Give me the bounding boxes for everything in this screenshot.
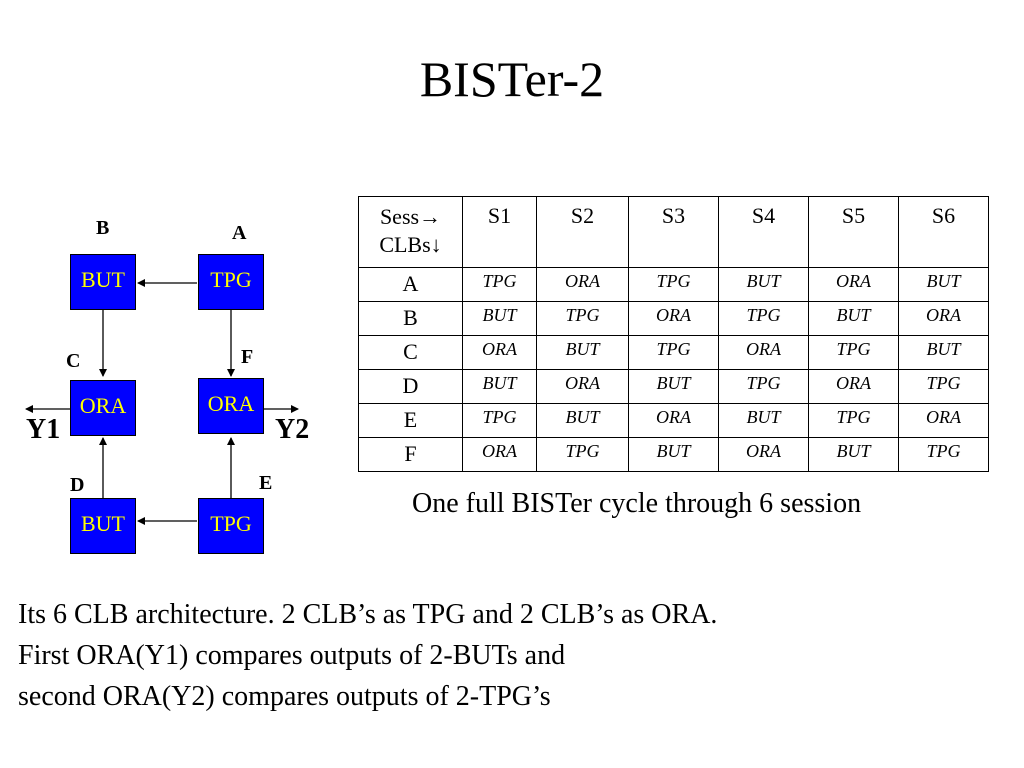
- table-cell: TPG: [898, 437, 989, 472]
- table-cell: ORA: [898, 403, 989, 438]
- table-cell: ORA: [462, 335, 537, 370]
- clb-row-label: C: [358, 335, 463, 370]
- table-cell: ORA: [898, 301, 989, 336]
- table-row: F ORA TPG BUT ORA BUT TPG: [358, 437, 989, 472]
- table-header-row: Sess→ CLBs↓ S1 S2 S3 S4 S5 S6: [358, 196, 989, 268]
- table-cell: BUT: [898, 335, 989, 370]
- table-row: E TPG BUT ORA BUT TPG ORA: [358, 403, 989, 438]
- session-header: S1: [462, 196, 537, 268]
- table-cell: TPG: [462, 267, 537, 302]
- table-cell: BUT: [718, 267, 809, 302]
- label-d: D: [70, 474, 85, 496]
- body-text: Its 6 CLB architecture. 2 CLB’s as TPG a…: [18, 594, 717, 717]
- slide-title: BISTer-2: [419, 51, 605, 107]
- table-cell: ORA: [628, 403, 719, 438]
- label-f: F: [241, 346, 254, 368]
- table-caption: One full BISTer cycle through 6 session: [412, 488, 862, 519]
- table-cell: ORA: [808, 267, 899, 302]
- clb-row-label: A: [358, 267, 463, 302]
- table-cell: TPG: [628, 335, 719, 370]
- table-cell: ORA: [462, 437, 537, 472]
- label-e: E: [259, 472, 273, 494]
- clb-row-label: B: [358, 301, 463, 336]
- table-cell: TPG: [536, 301, 629, 336]
- table-cell: ORA: [628, 301, 719, 336]
- table-cell: ORA: [718, 437, 809, 472]
- session-header: S4: [718, 196, 809, 268]
- table-cell: BUT: [808, 437, 899, 472]
- corner-sess-label: Sess→: [379, 204, 442, 229]
- clb-a-block: TPG: [198, 254, 264, 310]
- session-header: S6: [898, 196, 989, 268]
- table-cell: BUT: [536, 335, 629, 370]
- table-cell: ORA: [536, 369, 629, 404]
- label-a: A: [232, 222, 247, 244]
- clb-row-label: D: [358, 369, 463, 404]
- table-cell: BUT: [536, 403, 629, 438]
- table-cell: BUT: [718, 403, 809, 438]
- clb-c-block: ORA: [70, 380, 136, 436]
- table-row: A TPG ORA TPG BUT ORA BUT: [358, 267, 989, 302]
- session-header: S2: [536, 196, 629, 268]
- session-header: S5: [808, 196, 899, 268]
- output-y1-label: Y1: [26, 414, 61, 445]
- clb-row-label: E: [358, 403, 463, 438]
- session-header: S3: [628, 196, 719, 268]
- output-y2-label: Y2: [275, 414, 310, 445]
- table-cell: TPG: [808, 335, 899, 370]
- table-cell: TPG: [898, 369, 989, 404]
- table-cell: TPG: [536, 437, 629, 472]
- table-row: C ORA BUT TPG ORA TPG BUT: [358, 335, 989, 370]
- table-cell: ORA: [808, 369, 899, 404]
- table-cell: TPG: [718, 369, 809, 404]
- label-b: B: [96, 217, 110, 239]
- corner-clbs-label: CLBs↓: [379, 232, 442, 257]
- session-table: Sess→ CLBs↓ S1 S2 S3 S4 S5 S6 A TPG ORA …: [358, 196, 989, 472]
- label-c: C: [66, 350, 81, 372]
- body-line: Its 6 CLB architecture. 2 CLB’s as TPG a…: [18, 599, 718, 630]
- table-cell: BUT: [462, 369, 537, 404]
- table-cell: TPG: [462, 403, 537, 438]
- table-row: D BUT ORA BUT TPG ORA TPG: [358, 369, 989, 404]
- body-line: second ORA(Y2) compares outputs of 2-TPG…: [18, 681, 551, 712]
- table-cell: TPG: [808, 403, 899, 438]
- table-cell: BUT: [898, 267, 989, 302]
- corner-cell: Sess→ CLBs↓: [358, 196, 463, 268]
- table-row: B BUT TPG ORA TPG BUT ORA: [358, 301, 989, 336]
- body-line: First ORA(Y1) compares outputs of 2-BUTs…: [18, 640, 566, 671]
- clb-e-block: TPG: [198, 498, 264, 554]
- table-cell: BUT: [628, 437, 719, 472]
- table-cell: ORA: [536, 267, 629, 302]
- clb-d-block: BUT: [70, 498, 136, 554]
- table-cell: BUT: [462, 301, 537, 336]
- table-cell: BUT: [628, 369, 719, 404]
- clb-b-block: BUT: [70, 254, 136, 310]
- table-cell: BUT: [808, 301, 899, 336]
- clb-f-block: ORA: [198, 378, 264, 434]
- table-cell: TPG: [628, 267, 719, 302]
- clb-row-label: F: [358, 437, 463, 472]
- table-cell: ORA: [718, 335, 809, 370]
- table-cell: TPG: [718, 301, 809, 336]
